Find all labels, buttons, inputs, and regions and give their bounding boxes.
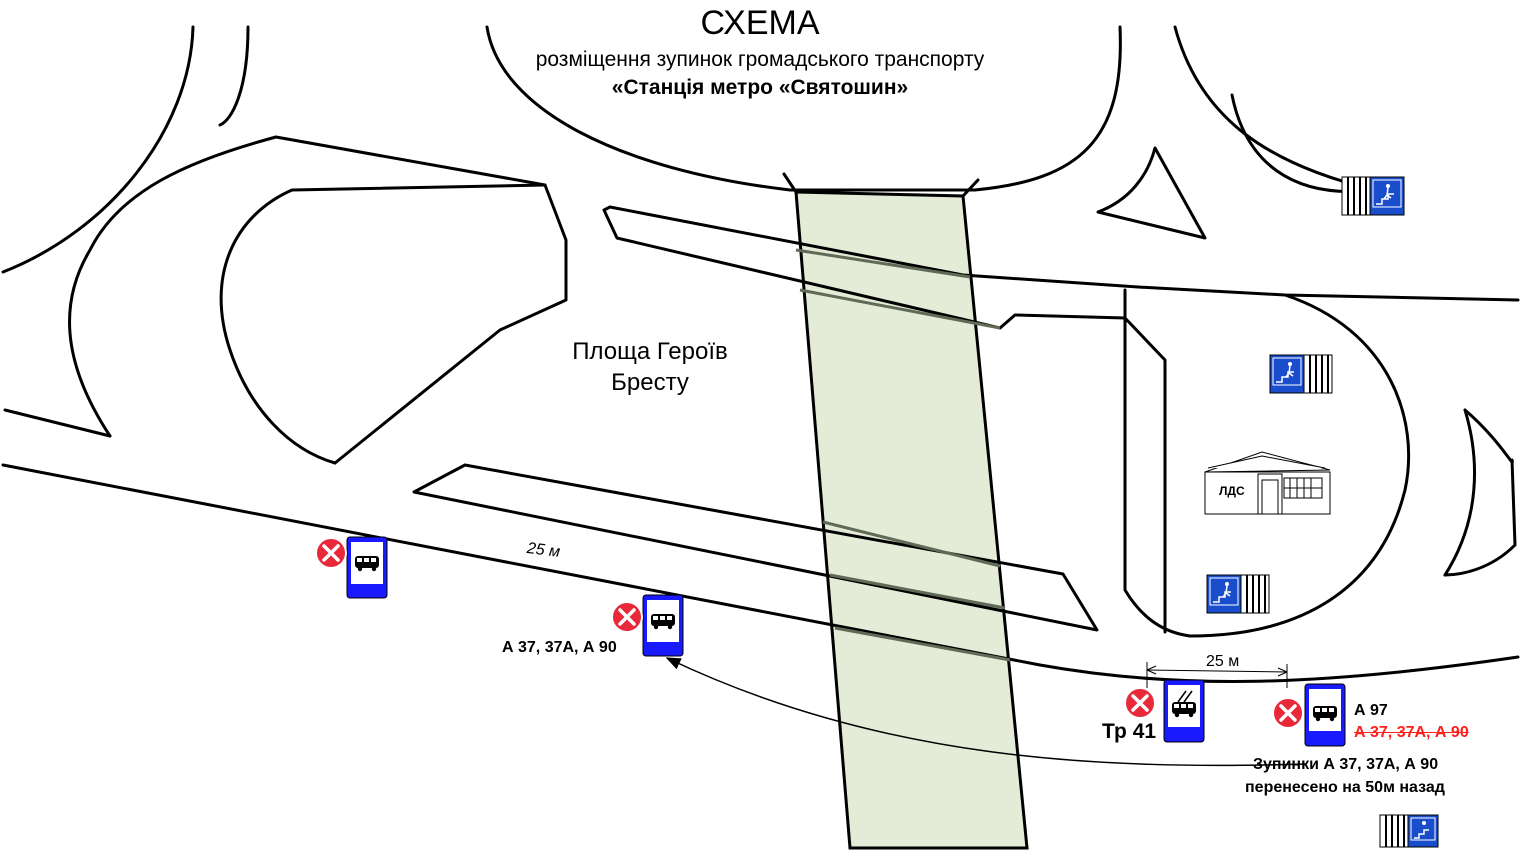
left-road-stub [218,25,250,127]
distance-dimension-line [1146,669,1288,673]
distance-right-label: 25 м [1206,653,1240,670]
pedestrian-underpass-icon [1379,814,1439,848]
station-name: «Станція метро «Святошин» [611,76,909,99]
left-loop-island-outer [68,135,568,465]
crossing-line-3 [822,520,1001,568]
upper-traffic-island [602,205,1520,330]
right-block-lines [1123,288,1192,638]
pedestrian-underpass-icon [1269,354,1333,394]
crossing-line-2 [799,288,1001,330]
crossing-top-tick-right [961,178,980,198]
building-icon [1204,451,1331,515]
left-loop-island-inner [219,183,547,465]
trolleybus-stop-sign-icon [1163,679,1205,743]
right-round-edge [1188,293,1411,638]
cancelled-stop-icon [1124,687,1156,719]
pedestrian-underpass-icon [1341,176,1405,216]
map-title: СХЕМА [700,4,820,42]
lower-traffic-island [412,463,1099,632]
cancelled-stop-icon [1272,697,1304,729]
relocation-note-line1: Зупинки А 37, 37А, А 90 [1253,756,1439,773]
trolley-route-label: Тр 41 [1102,720,1157,743]
bus-stop-sign-icon [642,594,684,657]
relocation-note-line2: перенесено на 50м назад [1245,779,1445,796]
crossing-line-5 [834,626,1011,662]
far-right-island-edge [1443,408,1476,577]
crossing-line-1 [795,248,971,279]
square-name: Площа Героїв Бресту [572,338,728,396]
cancelled-stop-icon [611,601,643,633]
pedestrian-underpass-icon [1206,574,1270,614]
distance-left-label: 25 м [525,540,561,561]
right-stop-old-routes: А 37, 37А, А 90 [1354,724,1469,741]
right-stop-route: А 97 [1354,702,1388,719]
relocation-arrow [665,657,1307,767]
map-subtitle: розміщення зупинок громадського транспор… [535,48,985,71]
bus-stop-sign-icon [1304,683,1346,747]
cancelled-stop-icon [315,537,347,569]
right-triangle-island [1096,146,1207,240]
main-road-edge [1,463,1520,683]
crossing-top-tick-left [782,172,798,194]
crossing-line-4 [829,573,1006,610]
building-label: ЛДС [1219,484,1245,498]
left-road-top [1,25,195,274]
middle-stop-routes: А 37, 37А, А 90 [502,639,617,656]
top-roundabout-road [485,25,1122,192]
left-road-bottom [3,408,112,438]
far-right-island [1443,408,1517,577]
bus-stop-sign-icon [346,536,388,599]
pedestrian-underpass-strip [794,190,1029,850]
